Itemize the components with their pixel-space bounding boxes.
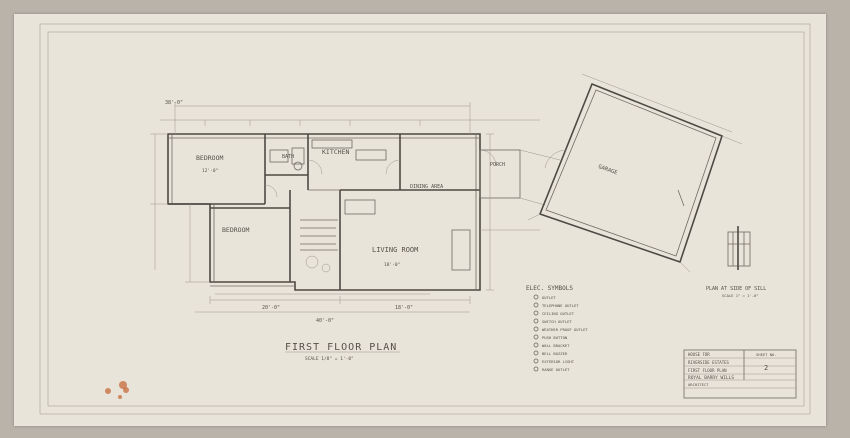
legend-item-7: BELL BUZZER <box>542 351 568 356</box>
legend-item-4: WEATHER PROOF OUTLET <box>542 327 588 332</box>
detail-title: PLAN AT SIDE OF SILL <box>706 286 766 292</box>
room-label-living: LIVING ROOM <box>372 246 418 254</box>
room-label-kitchen: KITCHEN <box>322 148 349 156</box>
water-stains <box>105 381 129 399</box>
drawing-scale: SCALE 1/8" = 1'-0" <box>305 356 354 362</box>
dimension-lines <box>150 102 540 313</box>
legend-symbols <box>533 294 539 372</box>
legend-item-8: EXTERIOR LIGHT <box>542 359 575 364</box>
legend-item-6: WALL BRACKET <box>542 343 570 348</box>
legend-item-9: RANGE OUTLET <box>542 367 570 372</box>
room-label-dining: DINING AREA <box>410 184 443 190</box>
title-block-line-2: FIRST FLOOR PLAN <box>688 368 727 373</box>
sheet-number: 2 <box>764 364 768 372</box>
title-block-line-0: HOUSE FOR <box>688 352 710 357</box>
legend-item-3: SWITCH OUTLET <box>542 319 572 324</box>
vellum-sheet <box>14 14 826 426</box>
dim-living: 18'-0" <box>384 262 400 268</box>
dim-bottom-a: 20'-0" <box>262 305 280 311</box>
fixtures <box>269 139 471 273</box>
drawing-title: FIRST FLOOR PLAN <box>285 342 397 353</box>
room-label-bath: BATH <box>282 154 294 160</box>
title-block-line-1: RIVERSIDE ESTATES <box>688 360 730 365</box>
garage-outline <box>527 73 743 273</box>
sill-detail <box>727 226 751 270</box>
inner-border <box>47 31 805 407</box>
dim-bottom-b: 18'-0" <box>395 305 413 311</box>
room-label-bedroom-1: BEDROOM <box>196 154 223 162</box>
interior-walls <box>168 134 480 290</box>
title-block-line-3: ROYAL BARRY WILLS <box>688 375 734 381</box>
title-block <box>683 349 797 399</box>
porch-outline <box>479 149 561 206</box>
outer-border <box>39 23 811 415</box>
dim-bedroom-1: 12'-0" <box>202 168 218 174</box>
title-block-line-4: ARCHITECT <box>688 382 709 387</box>
legend-item-5: PUSH BUTTON <box>542 335 568 340</box>
dim-overall-bottom: 40'-0" <box>316 318 334 324</box>
detail-scale: SCALE 1" = 1'-0" <box>722 293 759 298</box>
legend-title: ELEC. SYMBOLS <box>526 285 573 292</box>
legend-item-0: OUTLET <box>542 295 556 300</box>
dim-overall-top: 38'-0" <box>165 100 183 106</box>
legend-item-2: CEILING OUTLET <box>542 311 575 316</box>
room-label-garage: GARAGE <box>597 164 618 176</box>
sheet-number-label: SHEET NO. <box>756 352 777 357</box>
legend-item-1: TELEPHONE OUTLET <box>542 303 579 308</box>
room-label-bedroom-2: BEDROOM <box>222 226 249 234</box>
room-label-porch: PORCH <box>490 162 505 168</box>
